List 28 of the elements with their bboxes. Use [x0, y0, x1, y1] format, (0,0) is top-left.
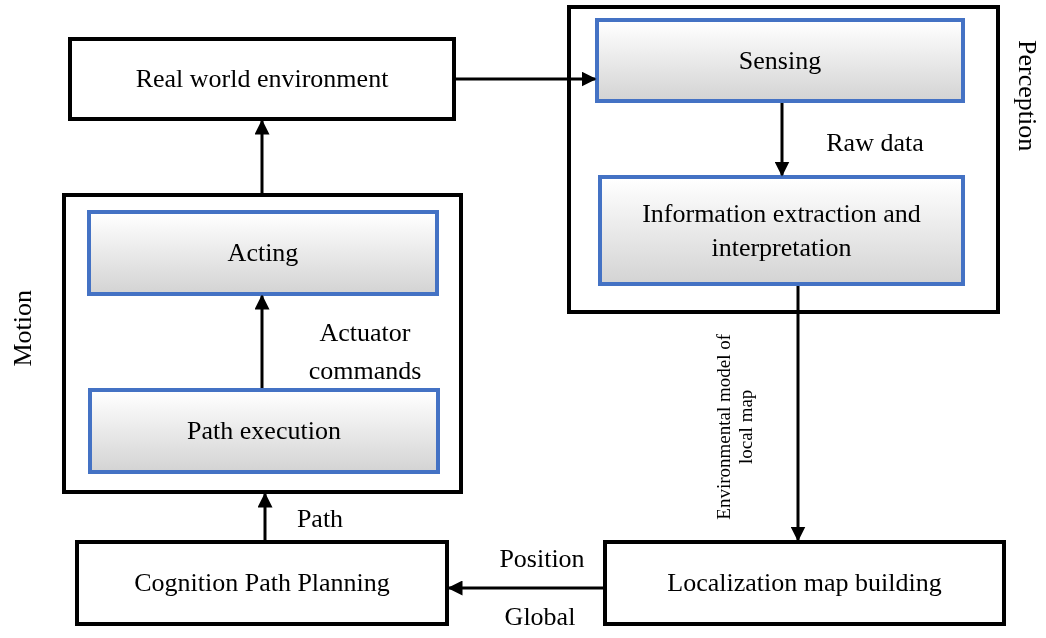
- group-heading: Perception: [1012, 40, 1042, 152]
- arrow: [254, 294, 270, 388]
- process-box: [603, 540, 1006, 626]
- arrow: [257, 492, 273, 540]
- arrow: [774, 103, 790, 177]
- edge-label: Environmental model of local map: [713, 333, 757, 522]
- edge-label: Actuator commands: [307, 317, 423, 387]
- box-label: Cognition Path Planning: [134, 567, 390, 600]
- box-label: Sensing: [738, 44, 822, 77]
- edge-label: Raw data: [825, 127, 925, 159]
- box-label: Real world environment: [135, 63, 389, 96]
- arrow: [254, 119, 270, 193]
- box-label: Information extraction and interpretation: [641, 197, 922, 264]
- process-box: [75, 540, 449, 626]
- process-box: [598, 175, 965, 286]
- box-label: Path execution: [187, 415, 341, 448]
- arrow: [456, 71, 597, 87]
- box-label: Acting: [227, 237, 299, 270]
- edge-label: Path: [295, 503, 345, 535]
- edge-label: Position: [498, 543, 586, 575]
- box-label: Localization map building: [667, 567, 942, 600]
- arrow: [790, 286, 806, 542]
- process-box: [68, 37, 456, 121]
- process-box: [88, 388, 440, 474]
- process-box: [87, 210, 439, 296]
- group-heading: Motion: [8, 290, 38, 367]
- label-text: Global: [503, 601, 577, 633]
- process-box: [595, 18, 965, 103]
